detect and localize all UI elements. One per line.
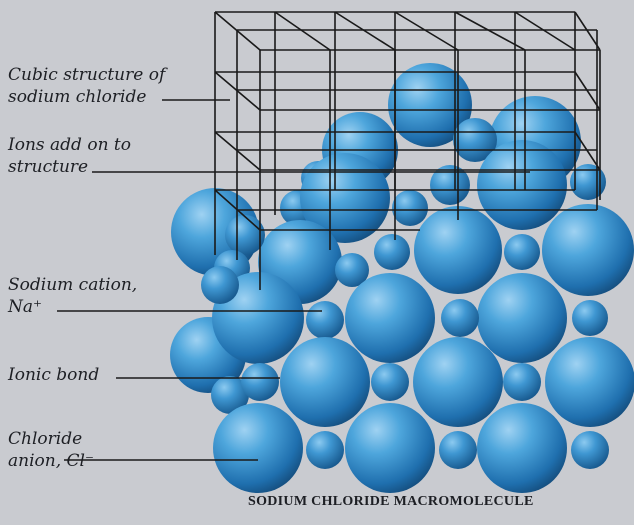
front-ion-layer — [170, 266, 634, 493]
label-sodium-cation: Sodium cation, Na⁺ — [8, 274, 137, 318]
label-chloride-anion: Chloride anion, Cl⁻ — [8, 428, 94, 472]
label-ionic-bond: Ionic bond — [8, 364, 99, 386]
label-ions-add: Ions add on to structure — [8, 134, 131, 178]
label-cubic-structure: Cubic structure of sodium chloride — [8, 64, 165, 108]
diagram-caption: SODIUM CHLORIDE MACROMOLECULE — [248, 494, 534, 510]
